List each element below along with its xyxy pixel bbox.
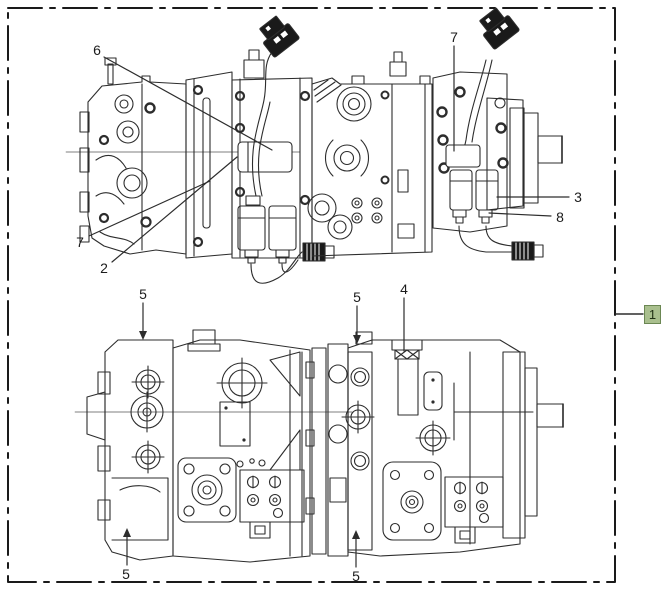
wire-connector-bottom-right (511, 241, 544, 261)
callout-3-4: 3 (574, 189, 582, 205)
top-assembly-drawing (65, 7, 563, 284)
callout-2-2: 2 (100, 260, 108, 276)
callout-leader-lines (88, 45, 570, 568)
bottom-center-joint (305, 343, 349, 557)
callout-7-1: 7 (76, 234, 84, 250)
dashed-frame (7, 7, 616, 583)
item-1-badge[interactable]: 1 (644, 305, 661, 324)
wire-connector-bottom-left (302, 242, 335, 262)
wire-connector-top-right (479, 7, 520, 50)
wire-connector-top-left (251, 15, 300, 197)
callout-5-7: 5 (353, 289, 361, 305)
top-left-gearbox (79, 57, 187, 255)
bottom-assembly-drawing (74, 329, 564, 563)
bottom-left-flange (86, 339, 174, 561)
top-solenoid-section-left (231, 49, 335, 284)
callout-5-9: 5 (122, 566, 130, 582)
top-solenoid-section-right (432, 59, 563, 261)
top-center-housing (307, 51, 433, 257)
bottom-left-pump-body (172, 329, 311, 563)
callout-6-0: 6 (93, 42, 101, 58)
callout-5-6: 5 (139, 286, 147, 302)
bottom-right-pump-body (341, 331, 564, 557)
top-mount-plate (185, 71, 233, 259)
callout-7-3: 7 (450, 29, 458, 45)
callout-4-8: 4 (400, 281, 408, 297)
callout-8-5: 8 (556, 209, 564, 225)
callout-5-10: 5 (352, 568, 360, 584)
